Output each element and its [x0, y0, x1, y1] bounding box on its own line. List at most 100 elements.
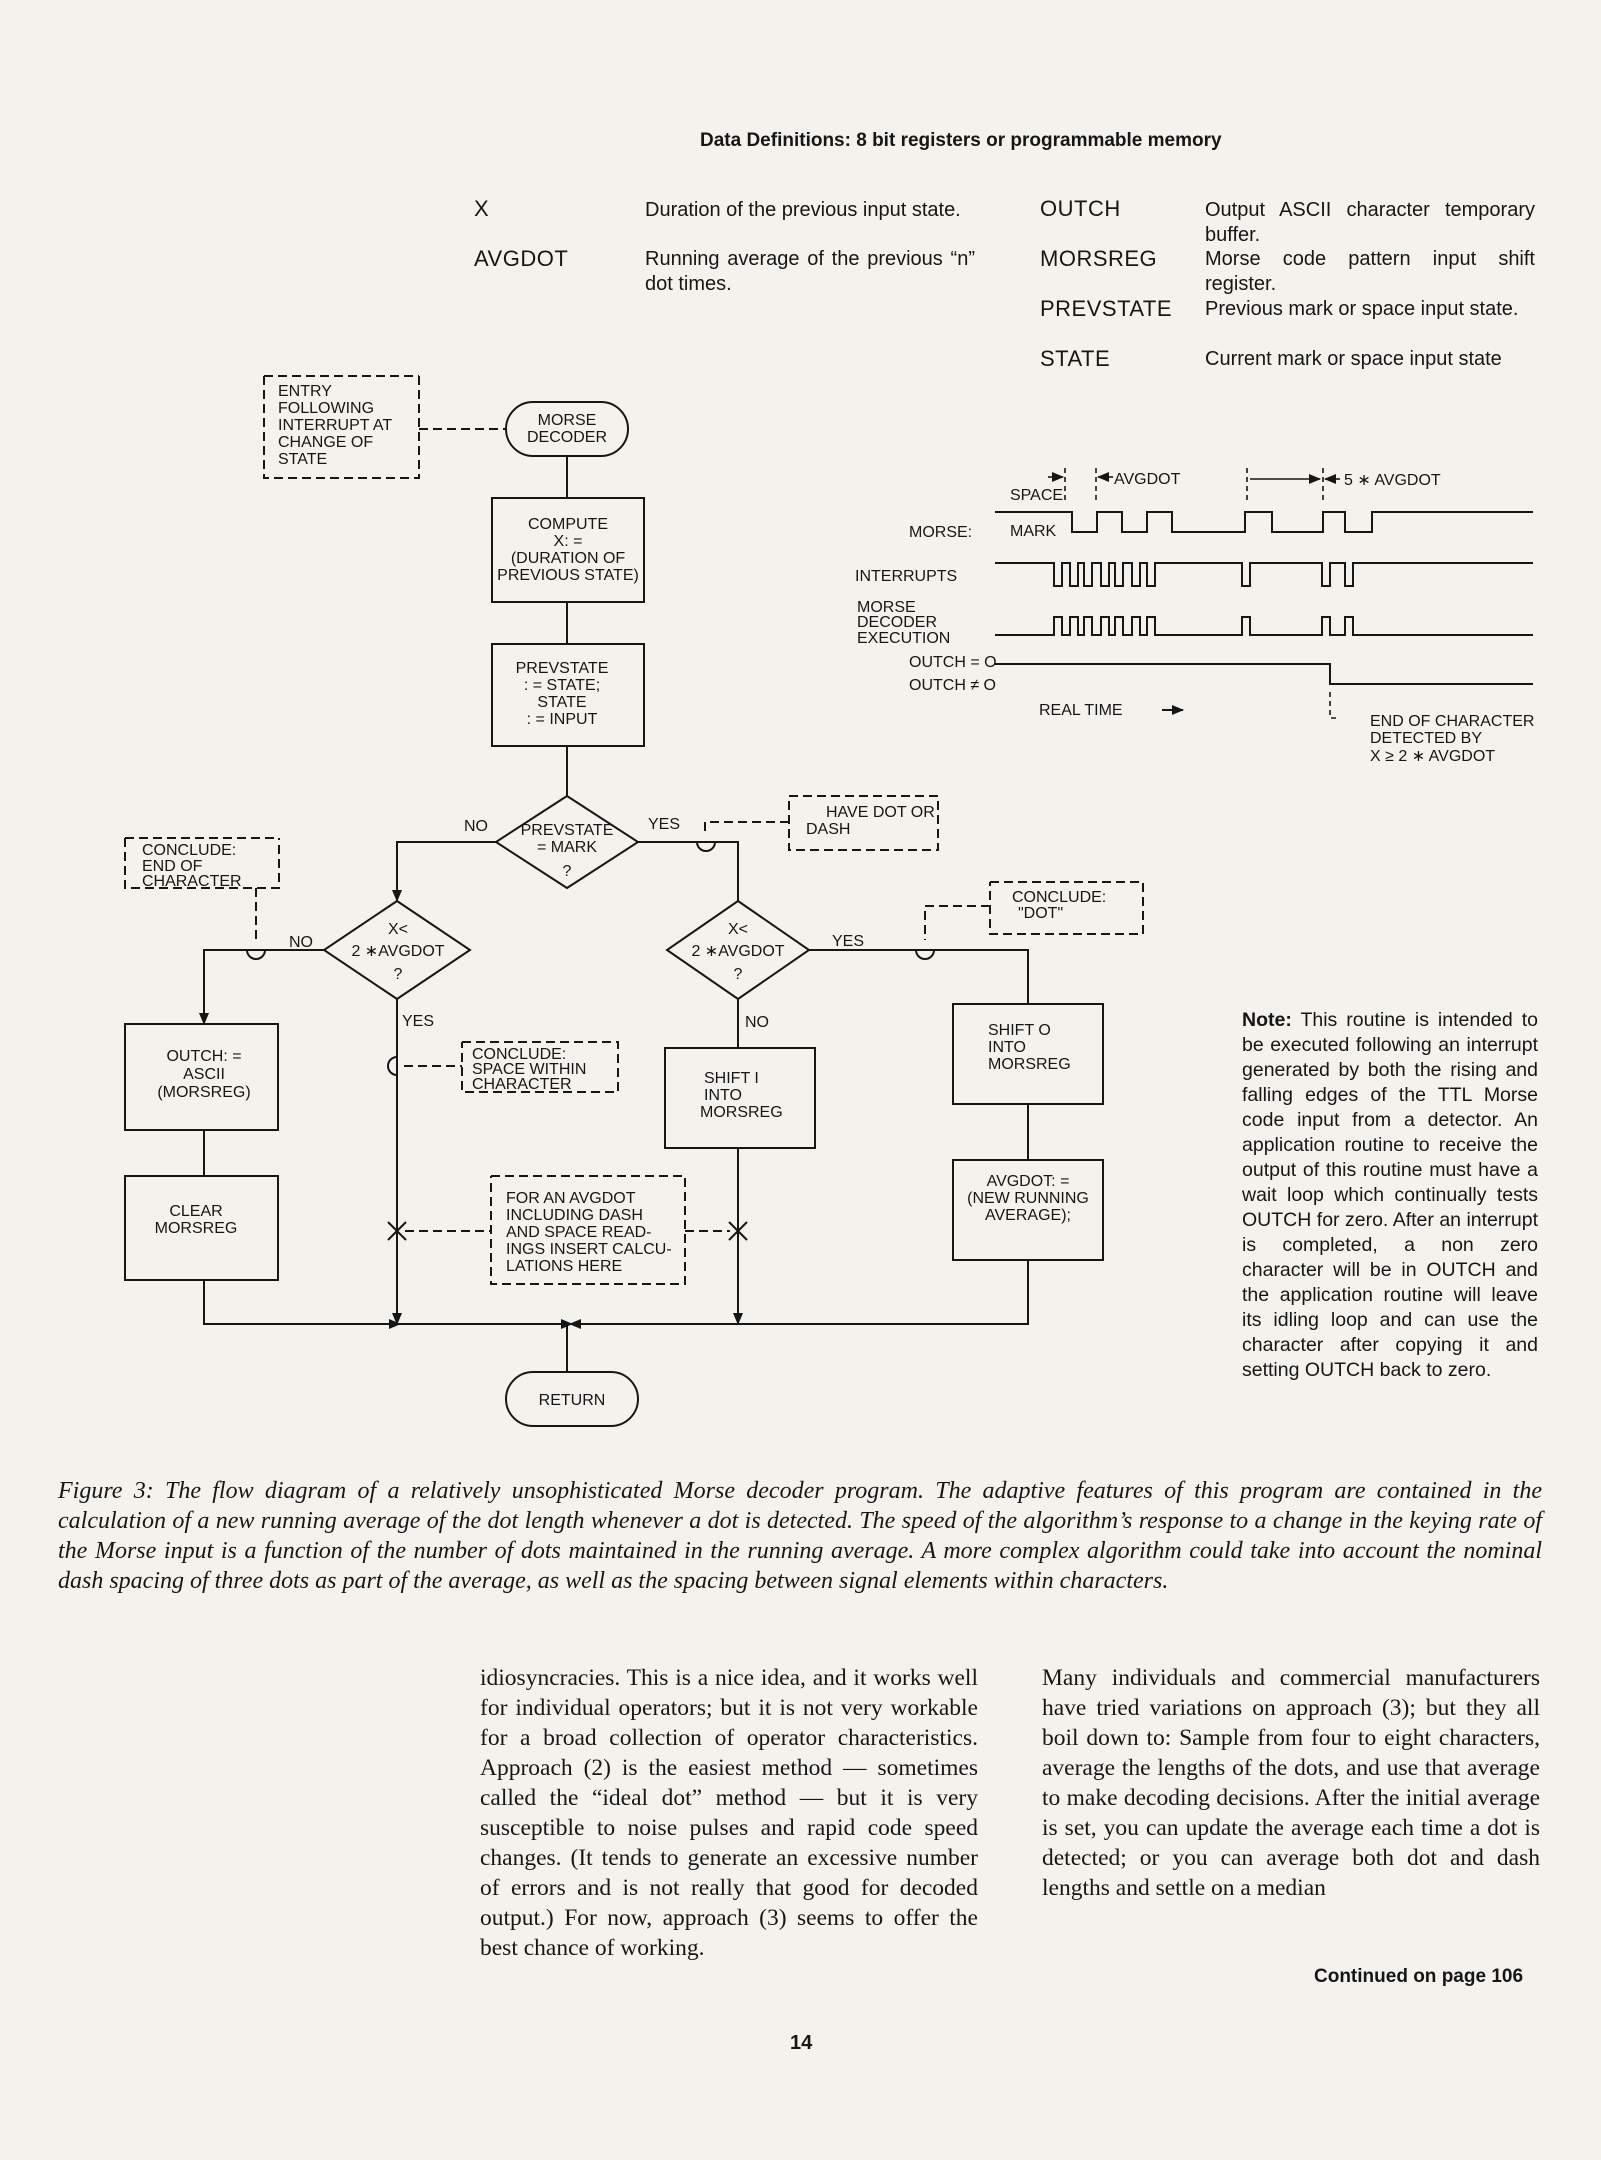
- decision-mark-line-1: PREVSTATE: [521, 822, 614, 839]
- note-lead: Note:: [1242, 1009, 1292, 1031]
- decision-left-line-2: 2 ∗AVGDOT: [351, 943, 444, 960]
- shift0-box: [952, 1003, 1104, 1105]
- interrupts-label: INTERRUPTS: [855, 568, 957, 585]
- clear-box: [124, 1175, 279, 1281]
- clear-line-2: MORSREG: [155, 1220, 238, 1237]
- return-terminal: [505, 1371, 639, 1427]
- decoder-label-2: DECODER: [857, 614, 937, 631]
- def-desc-prevstate: Previous mark or space input state.: [1205, 298, 1519, 320]
- definitions-heading: Data Definitions: 8 bit registers or pro…: [700, 130, 1222, 151]
- compute-line-4: PREVIOUS STATE): [497, 567, 639, 584]
- def-desc-outch: Output ASCII character temporary buffer.: [1205, 199, 1535, 246]
- shift1-line-2: INTO: [704, 1087, 742, 1104]
- prevstate-line-3: STATE: [537, 694, 586, 711]
- five-avgdot-label: 5 ∗ AVGDOT: [1344, 472, 1441, 489]
- avgdot-line-3: AVERAGE);: [985, 1207, 1071, 1224]
- entry-note-line-4: CHANGE OF: [278, 434, 373, 451]
- shift0-line-1: SHIFT O: [988, 1022, 1051, 1039]
- shift0-line-3: MORSREG: [988, 1056, 1071, 1073]
- decision-mark-line-3: ?: [563, 863, 572, 880]
- decision-right-line-2: 2 ∗AVGDOT: [691, 943, 784, 960]
- routine-note: Note: This routine is intended to be exe…: [1242, 1008, 1538, 1383]
- decision-right-line-1: X<: [728, 921, 748, 938]
- decision-left-line-1: X<: [388, 921, 408, 938]
- decision-mark-line-2: = MARK: [537, 839, 597, 856]
- end-char-line-2: DETECTED BY: [1370, 730, 1482, 747]
- shift1-box: [664, 1047, 816, 1149]
- avgdot-label: AVGDOT: [1114, 471, 1181, 488]
- no-label-right: NO: [745, 1014, 769, 1031]
- body-column-1: idiosyncracies. This is a nice idea, and…: [480, 1665, 978, 1961]
- avgdot-note-line-5: LATIONS HERE: [506, 1258, 622, 1275]
- return-label: RETURN: [539, 1392, 606, 1409]
- avgdot-note-line-1: FOR AN AVGDOT: [506, 1190, 636, 1207]
- def-desc-x: Duration of the previous input state.: [645, 199, 961, 221]
- outchn0-label: OUTCH ≠ O: [909, 677, 996, 694]
- entry-note-line-3: INTERRUPT AT: [278, 417, 392, 434]
- have-dot-note-box: [788, 795, 939, 851]
- start-line-1: MORSE: [538, 412, 597, 429]
- avgdot-note-line-4: INGS INSERT CALCU-: [506, 1241, 672, 1258]
- interrupts-waveform: [995, 562, 1533, 587]
- def-desc-avgdot: Running average of the previous “n” dot …: [645, 248, 975, 295]
- def-desc-morsreg: Morse code pattern input shift register.: [1205, 248, 1535, 295]
- mark-label: MARK: [1010, 523, 1057, 540]
- start-line-2: DECODER: [527, 429, 607, 446]
- avgdot-note-box: [490, 1175, 686, 1285]
- no-label-top: NO: [464, 818, 488, 835]
- decision-prevstate-mark: [494, 794, 640, 890]
- prevstate-line-1: PREVSTATE: [516, 660, 609, 677]
- def-name-outch: OUTCH: [1040, 196, 1121, 221]
- space-label: SPACE: [1010, 487, 1063, 504]
- have-dot-note-line-1: HAVE DOT OR: [826, 804, 935, 821]
- entry-note-line-1: ENTRY: [278, 383, 332, 400]
- def-name-x: X: [474, 196, 490, 221]
- prevstate-line-2: : = STATE;: [524, 677, 600, 694]
- decoder-label-3: EXECUTION: [857, 630, 950, 647]
- end-char-line-1: END OF CHARACTER: [1370, 713, 1534, 730]
- conclude-end-line-3: CHARACTER: [142, 873, 242, 890]
- conclude-end-line-2: END OF: [142, 858, 203, 875]
- clear-line-1: CLEAR: [169, 1203, 222, 1220]
- decoder-label-1: MORSE: [857, 599, 916, 616]
- morse-label: MORSE:: [909, 524, 972, 541]
- def-name-state: STATE: [1040, 346, 1111, 371]
- decoder-waveform: [995, 616, 1533, 636]
- compute-line-1: COMPUTE: [528, 516, 608, 533]
- decision-right-line-3: ?: [734, 966, 743, 983]
- def-name-prevstate: PREVSTATE: [1040, 296, 1173, 321]
- compute-line-3: (DURATION OF: [511, 550, 626, 567]
- figure-caption: Figure 3: The flow diagram of a relative…: [58, 1478, 1542, 1594]
- avgdot-line-2: (NEW RUNNING: [967, 1190, 1089, 1207]
- conclude-space-line-1: CONCLUDE:: [472, 1046, 566, 1063]
- continued-note: Continued on page 106: [1314, 1966, 1524, 1987]
- def-name-avgdot: AVGDOT: [474, 246, 569, 271]
- conclude-space-note-box: [461, 1041, 619, 1093]
- shift1-line-1: SHIFT I: [704, 1070, 759, 1087]
- body-column-2: Many individuals and commercial manufact…: [1042, 1665, 1540, 1901]
- yes-label-right: YES: [832, 933, 864, 950]
- end-char-line-3: X ≥ 2 ∗ AVGDOT: [1370, 748, 1495, 765]
- avgdot-line-1: AVGDOT: =: [987, 1173, 1070, 1190]
- def-name-morsreg: MORSREG: [1040, 246, 1158, 271]
- no-label-left: NO: [289, 934, 313, 951]
- morse-waveform: [995, 511, 1533, 533]
- conclude-dot-line-2: "DOT": [1018, 905, 1063, 922]
- outch-line-3: (MORSREG): [157, 1084, 250, 1101]
- compute-line-2: X: =: [554, 533, 583, 550]
- conclude-dot-line-1: CONCLUDE:: [1012, 889, 1106, 906]
- shift0-line-2: INTO: [988, 1039, 1026, 1056]
- conclude-space-line-2: SPACE WITHIN: [472, 1061, 586, 1078]
- outch-waveform: [995, 663, 1533, 685]
- conclude-space-line-3: CHARACTER: [472, 1076, 572, 1093]
- avgdot-note-line-2: INCLUDING DASH: [506, 1207, 643, 1224]
- conclude-dot-note-box: [989, 881, 1144, 935]
- def-desc-state: Current mark or space input state: [1205, 348, 1502, 370]
- yes-label-left: YES: [402, 1013, 434, 1030]
- decision-left-line-3: ?: [394, 966, 403, 983]
- shift1-line-3: MORSREG: [700, 1104, 783, 1121]
- realtime-label: REAL TIME: [1039, 702, 1123, 719]
- yes-label-top: YES: [648, 816, 680, 833]
- page-number: 14: [790, 2032, 813, 2054]
- entry-note-line-2: FOLLOWING: [278, 400, 374, 417]
